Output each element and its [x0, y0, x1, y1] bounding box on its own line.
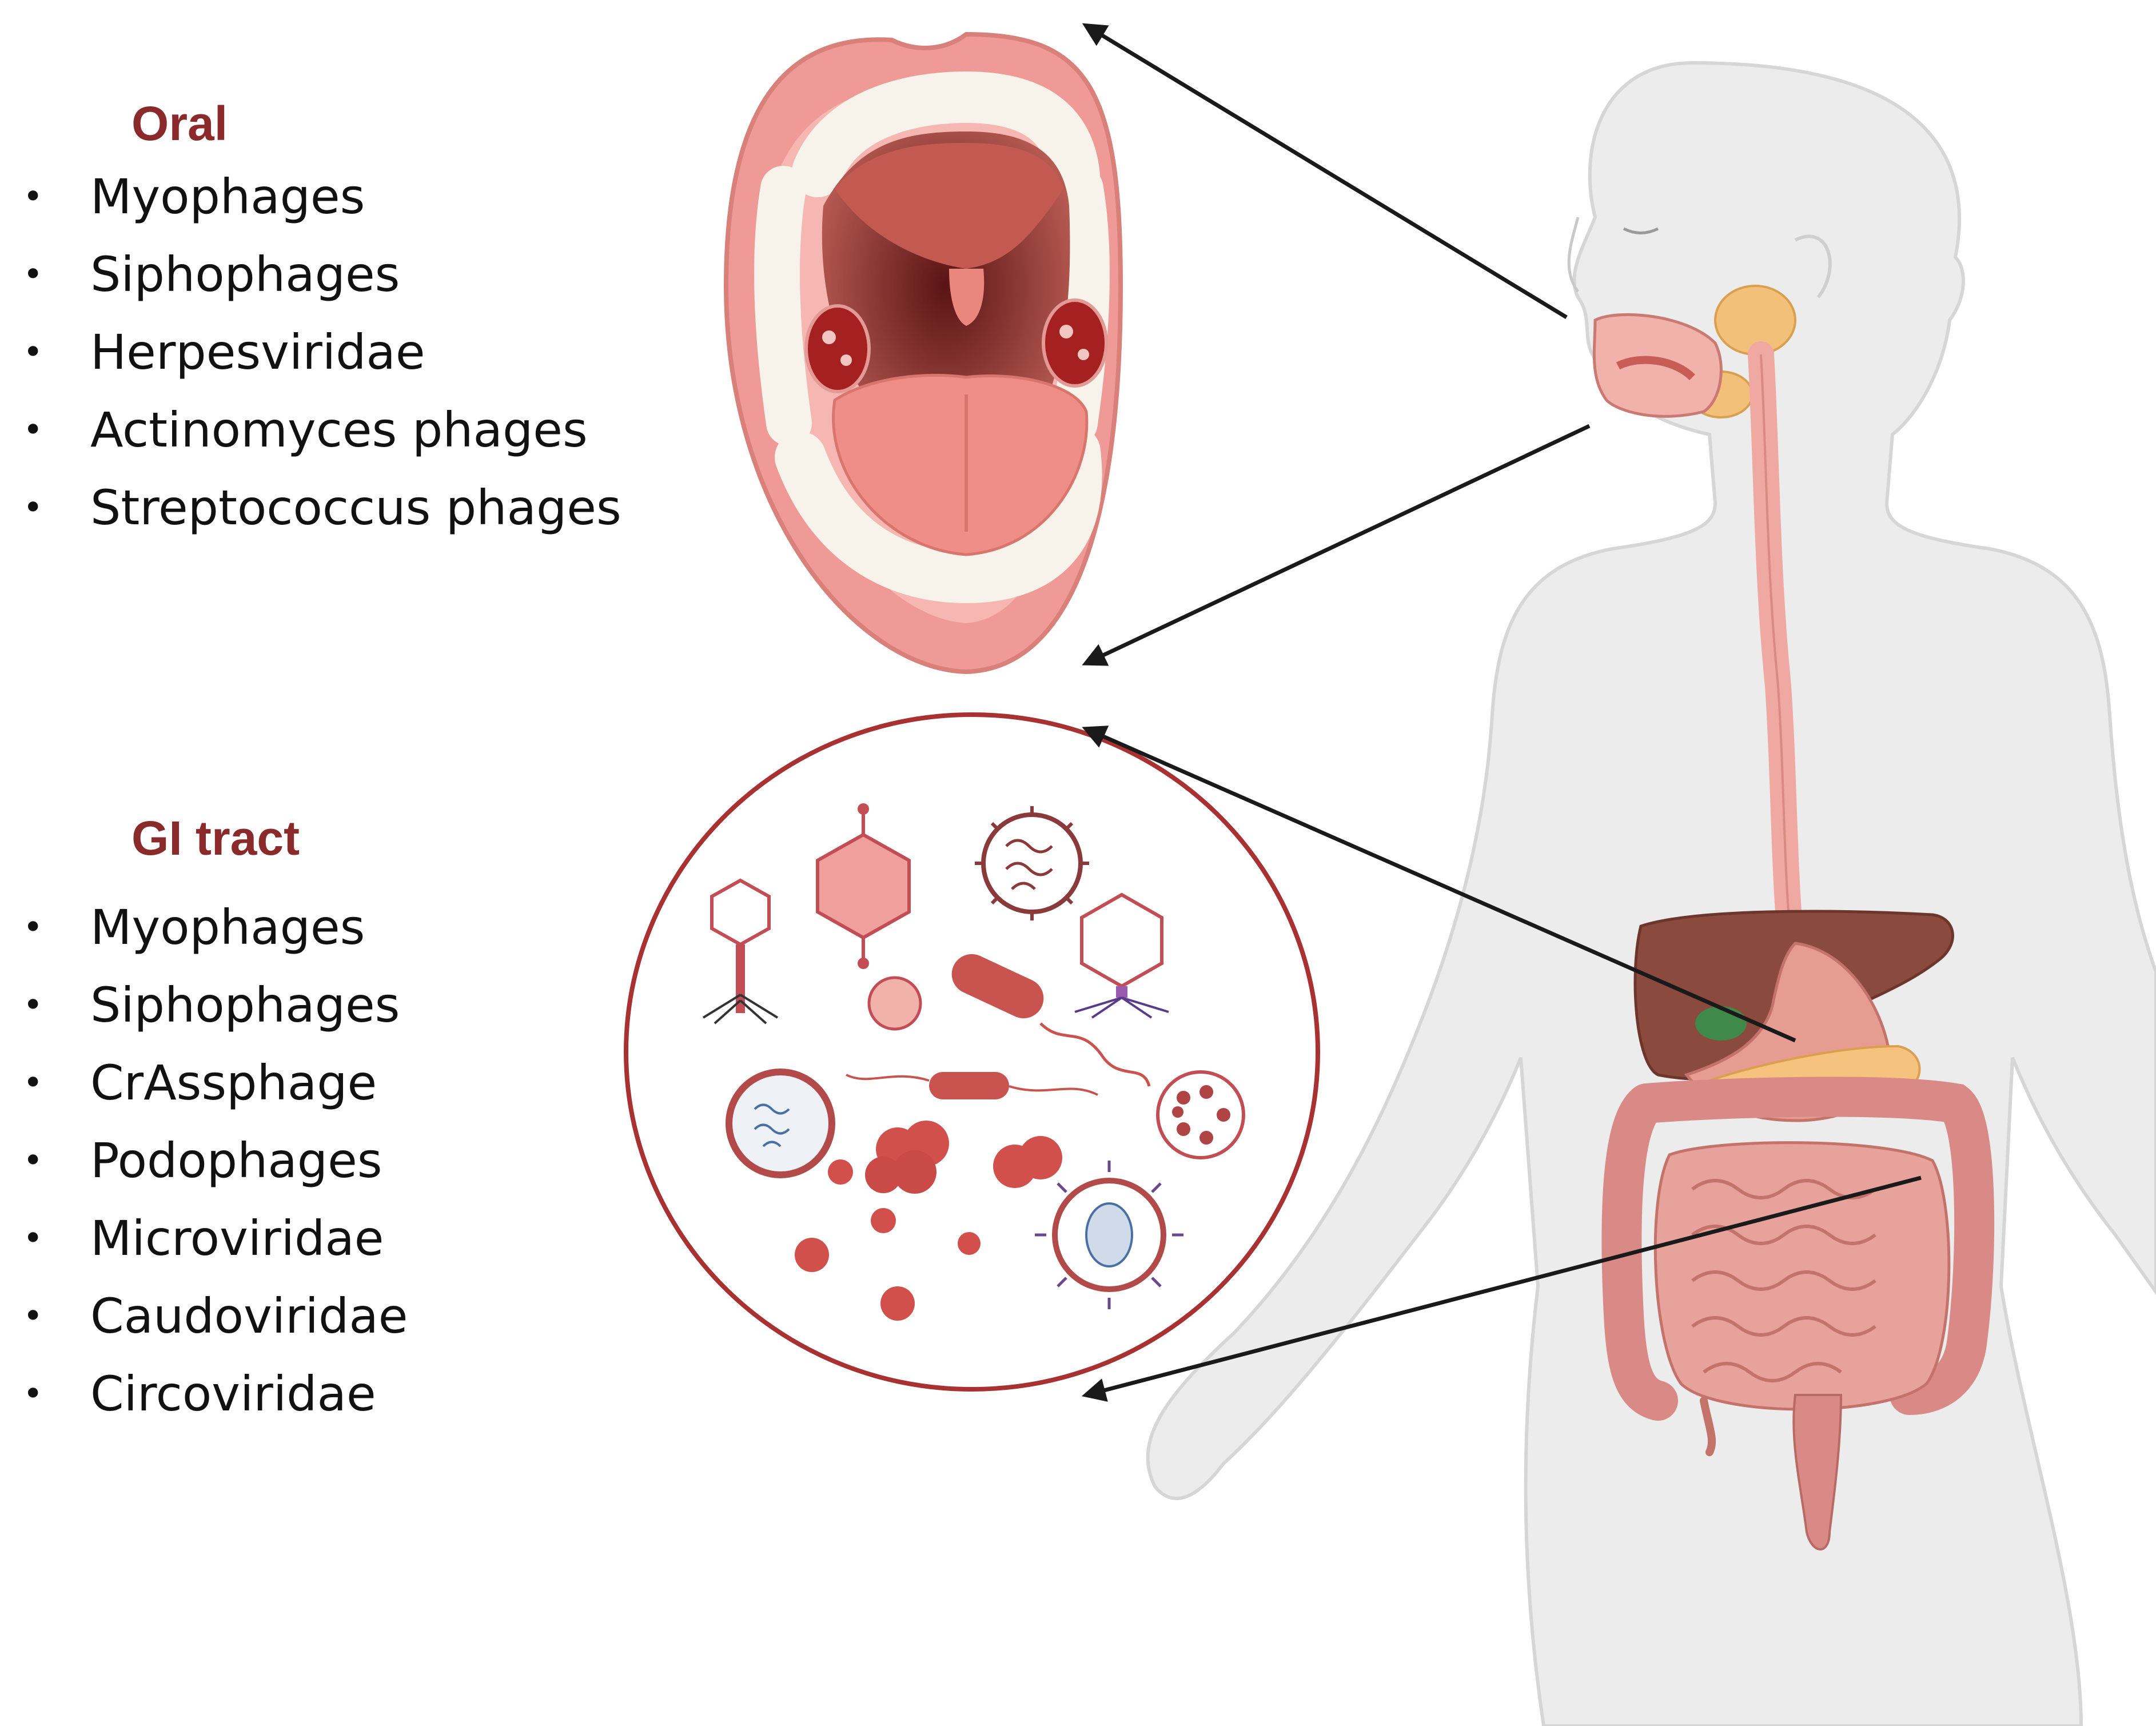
bullet-icon: • — [23, 1374, 43, 1414]
body-silhouette — [1146, 61, 2156, 1726]
list-item: •Herpesviridae — [23, 313, 621, 391]
mouth-illustration — [723, 31, 1123, 675]
human-body-illustration — [1146, 61, 2156, 1726]
bullet-icon: • — [23, 907, 43, 947]
arrow-mouth-bottom — [1082, 424, 1591, 666]
small-intestine — [1653, 1141, 1951, 1411]
list-item: •Microviridae — [23, 1199, 408, 1277]
bullet-icon: • — [23, 254, 43, 294]
bullet-icon: • — [23, 1296, 43, 1336]
connector-arrows — [1081, 23, 1922, 1402]
gi-section-title: GI tract — [131, 811, 300, 865]
oral-section-title: Oral — [131, 97, 228, 150]
list-item: •Myophages — [23, 888, 408, 966]
list-item: •Siphophages — [23, 966, 408, 1044]
virus-collection-icon — [624, 712, 1320, 1392]
bullet-icon: • — [23, 332, 43, 372]
bullet-icon: • — [23, 1141, 43, 1181]
list-item: •Actinomyces phages — [23, 391, 621, 469]
bullet-icon: • — [23, 410, 43, 450]
list-item: •Podophages — [23, 1122, 408, 1199]
bullet-icon: • — [23, 1218, 43, 1258]
list-item: •Caudoviridae — [23, 1277, 408, 1355]
tongue — [832, 373, 1089, 556]
list-item: •Streptococcus phages — [23, 469, 621, 547]
list-item: •CrAssphage — [23, 1044, 408, 1122]
bullet-icon: • — [23, 488, 43, 528]
oral-virus-list: •Myophages •Siphophages •Herpesviridae •… — [23, 158, 621, 547]
list-item: •Myophages — [23, 158, 621, 236]
list-item: •Circoviridae — [23, 1355, 408, 1433]
large-intestine — [1601, 1077, 1995, 1421]
arrow-gi-bottom — [1081, 1175, 1922, 1402]
bullet-icon: • — [23, 1063, 43, 1103]
bullet-icon: • — [23, 985, 43, 1025]
gi-virus-list: •Myophages •Siphophages •CrAssphage •Pod… — [23, 888, 408, 1433]
list-item: •Siphophages — [23, 236, 621, 313]
bullet-icon: • — [23, 177, 43, 217]
arrow-mouth-top — [1082, 23, 1568, 319]
arrow-gi-top — [1082, 726, 1796, 1043]
